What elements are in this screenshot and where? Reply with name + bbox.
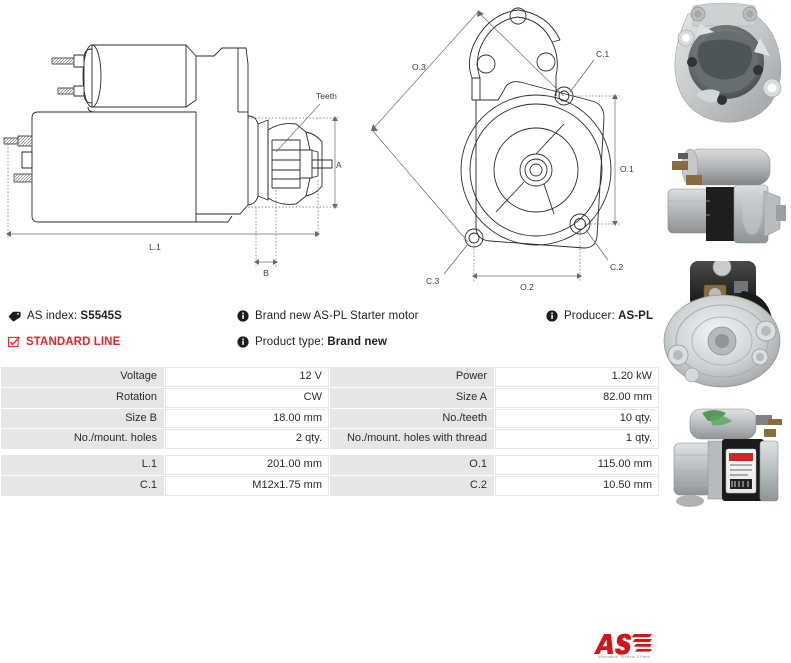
product-info-bar: AS index: S5545S STANDARD LINE Brand new… [0,303,660,659]
label-size-b: B [263,268,269,278]
product-type-row: Product type: Brand new [237,329,419,355]
producer-text: Producer: AS-PL [564,310,653,322]
info-column-producer: Producer: AS-PL [546,303,653,329]
producer-row: Producer: AS-PL [546,303,653,329]
producer-label: Producer: [564,310,615,322]
as-index-row: AS index: S5545S [8,303,122,329]
spec-label-cell: C.2 [330,475,494,496]
spec-value-cell: 115.00 mm [495,455,659,475]
tag-icon [8,311,21,322]
spec-value-cell: 1 qty. [495,429,659,449]
product-photo-1[interactable] [660,0,791,131]
spec-value-cell: 18.00 mm [165,408,329,429]
spec-value-cell: CW [165,387,329,408]
product-type-value: Brand new [327,336,388,348]
product-photo-gallery [660,0,791,521]
spec-label-cell: No./teeth [330,408,494,429]
spec-value-cell: 82.00 mm [495,387,659,408]
info-icon [237,310,249,322]
spec-label-cell: No./mount. holes with thread [330,429,494,449]
product-type-label: Product type: [255,336,325,348]
as-index-value: S5545S [80,310,122,322]
info-icon [237,336,249,348]
spec-label-cell: Size B [1,408,164,429]
spec-label-cell: L.1 [1,455,164,475]
standard-line-row: STANDARD LINE [8,329,122,355]
producer-value: AS-PL [618,310,654,322]
side-view-drawing: A L.1 B Teeth [0,0,368,292]
spec-label-cell: No./mount. holes [1,429,164,449]
info-column-index: AS index: S5545S STANDARD LINE [8,303,122,355]
spec-label-cell: C.1 [1,475,164,496]
spec-value-cell: 10 qty. [495,408,659,429]
description-text: Brand new AS-PL Starter motor [255,310,419,322]
label-o2: O.2 [520,282,534,292]
product-photo-2[interactable] [660,131,791,261]
technical-drawings: A L.1 B Teeth [0,0,660,292]
spec-value-cell: 1.20 kW [495,367,659,387]
spec-value-cell: 2 qty. [165,429,329,449]
spec-label-cell: O.1 [330,455,494,475]
label-c2: C.2 [610,262,624,272]
info-column-description: Brand new AS-PL Starter motor Product ty… [237,303,419,355]
label-size-a: A [336,160,342,170]
label-l1: L.1 [149,242,161,252]
front-view-drawing: O.3 O.1 O.2 C.1 C.2 C.3 [368,0,660,292]
logo-tagline: Alternators, Starters & Parts [598,655,650,659]
label-o3: O.3 [412,62,426,72]
product-type-text: Product type: Brand new [255,336,387,348]
description-row: Brand new AS-PL Starter motor [237,303,419,329]
table-spacer-cell [1,450,659,454]
as-index-label: AS index: [27,310,78,322]
product-photo-4[interactable] [660,391,791,521]
product-photo-3[interactable] [660,261,791,391]
spec-value-cell: M12x1.75 mm [165,475,329,496]
checkbox-checked-icon [8,336,20,348]
as-index-text: AS index: S5545S [27,310,122,322]
spec-label-cell: Rotation [1,387,164,408]
spec-value-cell: 12 V [165,367,329,387]
standard-line-label: STANDARD LINE [26,336,121,348]
label-o1: O.1 [620,164,634,174]
spec-value-cell: 201.00 mm [165,455,329,475]
spec-label-cell: Size A [330,387,494,408]
table-spacer-row [1,450,659,454]
label-teeth: Teeth [316,91,337,101]
spec-label-cell: Power [330,367,494,387]
label-c3: C.3 [426,276,440,286]
info-icon [546,310,558,322]
label-c1: C.1 [596,49,610,59]
spec-label-cell: Voltage [1,367,164,387]
spec-value-cell: 10.50 mm [495,475,659,496]
